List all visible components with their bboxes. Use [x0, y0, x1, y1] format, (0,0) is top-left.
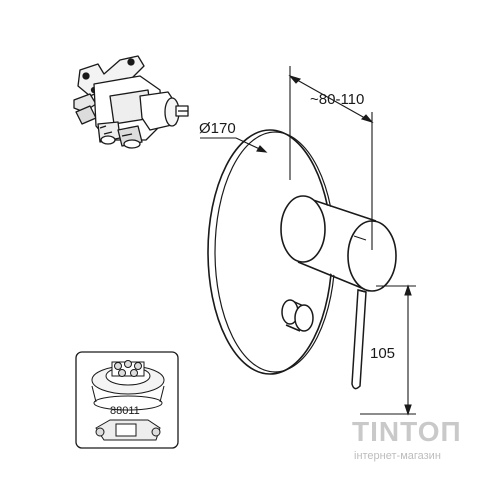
watermark: TINTOП інтернет-магазин	[352, 416, 462, 462]
valve-body-illustration	[73, 55, 189, 149]
height-label: 105	[370, 345, 395, 362]
depth-dimension	[288, 66, 374, 250]
watermark-tagline: інтернет-магазин	[354, 450, 441, 462]
diameter-label: Ø170	[199, 120, 236, 137]
inset-box: 88011	[75, 351, 179, 449]
diverter-knob	[281, 299, 314, 332]
diameter-dimension	[200, 137, 268, 153]
part-number-label: 88011	[110, 405, 140, 417]
depth-label: ~80-110	[310, 91, 364, 108]
height-dimension	[360, 284, 416, 416]
lever	[351, 289, 367, 390]
handle-cylinder	[280, 195, 397, 292]
watermark-brand: TINTOП	[352, 416, 462, 447]
